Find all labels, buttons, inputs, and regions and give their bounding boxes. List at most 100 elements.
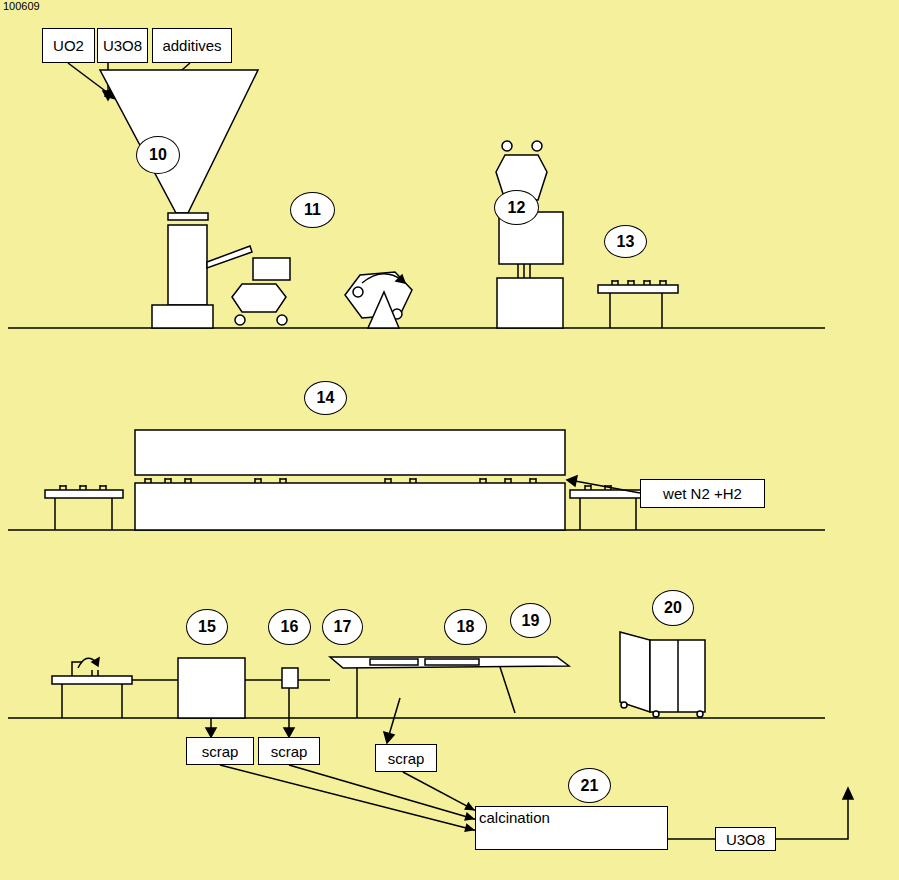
pellet-press (532, 141, 542, 151)
return-arrow (776, 788, 853, 839)
sintering-furnace (45, 430, 647, 530)
storage-cabinet (677, 640, 679, 712)
sintering-furnace (60, 485, 106, 490)
pellet-press (502, 141, 512, 151)
drawing-number: 100609 (3, 0, 40, 12)
inspection-line (52, 657, 569, 718)
callout-number: 21 (568, 768, 611, 803)
callout-number: 12 (494, 190, 539, 225)
inspection-line (370, 659, 418, 665)
inspection-line (121, 684, 123, 718)
tumbler-blender (353, 287, 363, 297)
floor-line (8, 717, 825, 719)
storage-cabinet (620, 632, 705, 717)
inspection-line (245, 679, 282, 681)
floor-line (8, 328, 825, 718)
callout-number: 10 (136, 136, 180, 174)
scrap-box: scrap (258, 737, 320, 765)
floor-line (8, 327, 825, 329)
sintering-furnace (579, 498, 581, 530)
gas-box: wet N2 +H2 (640, 479, 765, 508)
node-text: 20 (664, 599, 682, 617)
pellet-table (609, 293, 611, 328)
hopper-mixer (168, 213, 208, 220)
node-text: 14 (317, 389, 335, 407)
flow-arrow (289, 765, 475, 821)
scrap-arrow (284, 728, 294, 737)
callout-number: 20 (652, 590, 694, 626)
storage-cabinet (620, 632, 650, 712)
callout-number: 13 (604, 225, 647, 258)
material-box: U3O8 (97, 28, 148, 63)
node-text: additives (162, 37, 221, 54)
node-text: 17 (334, 618, 352, 636)
node-text: 12 (508, 199, 526, 217)
hopper-mixer (232, 284, 286, 312)
callout-number: 17 (322, 609, 363, 645)
node-text: 18 (457, 618, 475, 636)
flow-arrow (668, 839, 715, 840)
sintering-furnace (54, 498, 56, 530)
inspection-line (178, 658, 245, 718)
hopper-mixer (100, 70, 290, 328)
node-text: scrap (202, 743, 239, 760)
node-text: U3O8 (103, 37, 142, 54)
pellet-table (598, 285, 678, 293)
return-arrow (776, 798, 848, 839)
hopper-mixer (277, 315, 287, 325)
node-text: 15 (198, 618, 216, 636)
sintering-furnace (111, 498, 113, 530)
inspection-line (61, 684, 63, 718)
flow-line (403, 772, 475, 810)
sintering-furnace (145, 478, 536, 483)
flow-line (668, 838, 715, 840)
hopper-mixer (235, 315, 245, 325)
callout-number: 11 (290, 192, 335, 228)
gas-arrow (575, 481, 640, 493)
inspection-line (356, 668, 358, 718)
hopper-mixer (168, 225, 207, 305)
hopper-mixer (100, 70, 258, 213)
scrap-box: scrap (186, 737, 254, 765)
storage-cabinet (653, 711, 659, 717)
return-arrow (843, 788, 853, 799)
inspection-line (330, 657, 569, 668)
scrap-arrow (206, 728, 216, 737)
node-text: 11 (304, 201, 321, 219)
sintering-furnace (135, 483, 565, 530)
node-text: wet N2 +H2 (663, 485, 742, 502)
gas-arrow (567, 476, 640, 493)
arrow-head (464, 812, 475, 821)
inspection-line (132, 679, 178, 681)
callout-number: 14 (304, 381, 347, 415)
pellet-table (661, 293, 663, 328)
node-text: U3O8 (726, 831, 765, 848)
scrap-arrow (288, 688, 290, 730)
material-box: UO2 (42, 28, 95, 63)
callout-number: 15 (186, 609, 228, 645)
scrap-arrow (384, 732, 394, 743)
pellet-press (497, 278, 563, 328)
scrap-arrow (206, 688, 400, 743)
arrow-head (464, 823, 475, 832)
scrap-box: scrap (375, 744, 437, 772)
hopper-mixer (207, 246, 252, 268)
callout-number: 16 (268, 609, 311, 645)
node-text: 16 (281, 618, 299, 636)
pellet-press (496, 141, 563, 328)
node-text: scrap (271, 743, 308, 760)
pellet-press (523, 264, 525, 278)
inspection-line (500, 667, 515, 713)
sintering-furnace (635, 498, 637, 530)
node-text: 19 (522, 612, 540, 630)
flow-arrow (403, 772, 475, 810)
inspection-line (282, 668, 298, 688)
inspection-line (425, 659, 479, 665)
inspection-line (52, 676, 132, 684)
hopper-mixer (152, 305, 213, 328)
inspection-line (92, 658, 99, 666)
inspection-line (92, 670, 98, 676)
node-text: calcination (479, 809, 550, 826)
callout-number: 18 (444, 609, 487, 645)
